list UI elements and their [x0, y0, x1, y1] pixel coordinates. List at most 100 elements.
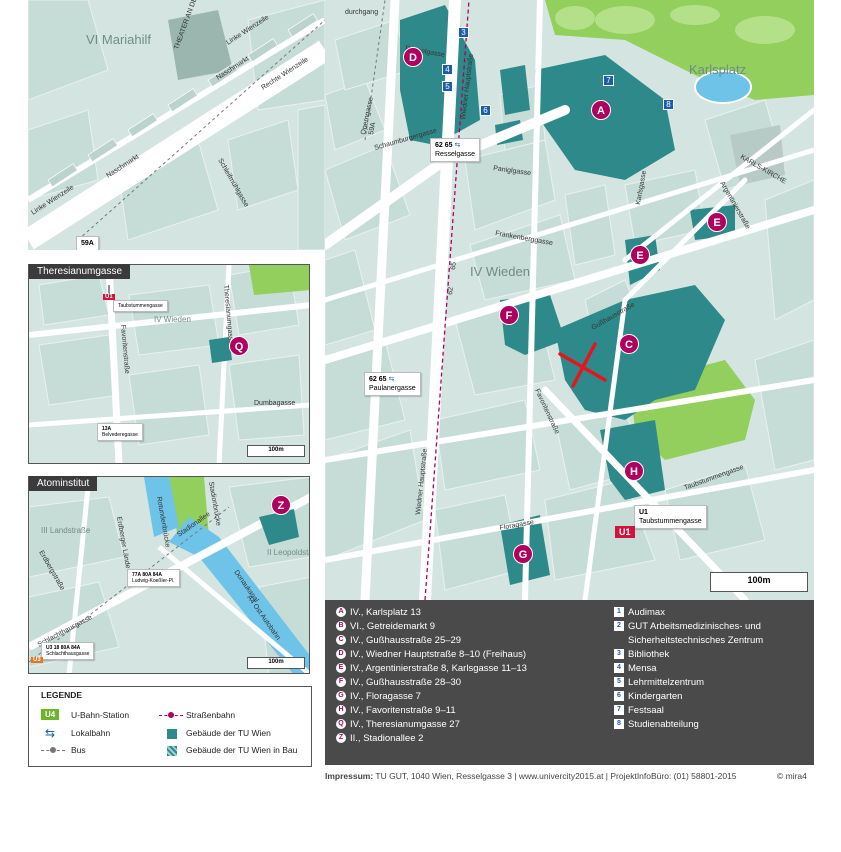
location-text: IV., Wiedner Hauptstraße 8–10 (Freihaus)	[350, 649, 527, 660]
stop-name: Schlachthausgasse	[46, 651, 90, 657]
facility-square-3[interactable]: 3	[458, 27, 469, 38]
place-label: Karlsplatz	[689, 62, 746, 77]
facility-square-7[interactable]: 7	[603, 75, 614, 86]
location-marker-e[interactable]: E	[630, 245, 650, 265]
facility-number-icon: 3	[614, 649, 624, 660]
location-text: IV., Theresianumgasse 27	[350, 719, 460, 730]
location-text: IV., Gußhausstraße 28–30	[350, 677, 462, 688]
facility-text: Sicherheitstechnisches Zentrum	[628, 635, 764, 646]
scale-bar: 100m	[710, 572, 808, 592]
s-bahn-icon: ⇆	[388, 376, 395, 383]
facility-square-6[interactable]: 6	[480, 105, 491, 116]
stop-name: Paulanergasse	[369, 385, 416, 392]
facility-text: Bibliothek	[628, 649, 670, 660]
tram-stop-paulanergasse[interactable]: 62 65 ⇆ Paulanergasse	[364, 372, 421, 396]
location-letter-icon: C	[336, 635, 346, 646]
scale-bar: 100m	[247, 445, 305, 457]
inset-theresianum-canvas: IV Wieden Favoritenstraße Theresianumgas…	[29, 265, 309, 463]
location-marker-d[interactable]: D	[403, 47, 423, 67]
facility-number-icon: 6	[614, 691, 624, 702]
stop-lines: 77A 80A 84A	[132, 572, 162, 578]
tu-building-icon	[167, 729, 177, 739]
stop-name: Taubstummengasse	[118, 303, 163, 309]
street-label: Stadionbrücke	[207, 481, 222, 526]
facility-number-icon: 1	[614, 607, 624, 618]
location-marker-z[interactable]: Z	[271, 495, 291, 515]
route-label: 65	[450, 262, 458, 271]
district-label: IV Wieden	[470, 264, 530, 279]
facility-square-8[interactable]: 8	[663, 99, 674, 110]
location-text: II., Stadionallee 2	[350, 733, 424, 744]
ubahn-badge-u1: U1	[103, 294, 115, 300]
location-marker-c[interactable]: C	[619, 334, 639, 354]
street-label: durchgang	[345, 9, 378, 16]
inset-title-atominstitut: Atominstitut	[29, 476, 98, 491]
district-label: IV Wieden	[154, 315, 191, 324]
location-text: VI., Getreidemarkt 9	[350, 621, 436, 632]
facility-row: 2 GUT Arbeitsmedizinisches- und	[614, 621, 761, 632]
ubahn-stop-taubstummengasse[interactable]: U1 Taubstummengasse	[634, 505, 707, 529]
route-label: 59A	[368, 122, 377, 136]
facility-text: Lehrmittelzentrum	[628, 677, 705, 688]
location-marker-e[interactable]: E	[707, 212, 727, 232]
facility-number-icon: 2	[614, 621, 624, 632]
bus-stop[interactable]: 77A 80A 84A Ludwig-Koeßler-Pl.	[127, 569, 180, 587]
legend-label: Lokalbahn	[71, 728, 111, 738]
location-letter-icon: B	[336, 621, 346, 632]
route-label: 62	[447, 287, 455, 296]
footer: Impressum: TU GUT, 1040 Wien, Resselgass…	[325, 771, 737, 781]
location-row: A IV., Karlsplatz 13	[336, 607, 421, 618]
district-label: II Leopoldstadt	[267, 548, 310, 557]
street-label: Dumbagasse	[254, 400, 295, 407]
tram-stop-resselgasse[interactable]: 62 65 ⇆ Resselgasse	[430, 138, 481, 162]
s-bahn-icon: ⇆	[454, 142, 461, 149]
ubahn-stop[interactable]: U3 18 80A 84A Schlachthausgasse	[41, 642, 95, 660]
bus-stop[interactable]: 13A Belvederegasse	[97, 423, 143, 441]
location-text: IV., Karlsplatz 13	[350, 607, 421, 618]
main-map-west[interactable]: VI Mariahilf THEATER AN DER WIEN Linke W…	[28, 0, 325, 250]
location-marker-q[interactable]: Q	[229, 336, 249, 356]
location-marker-f[interactable]: F	[499, 305, 519, 325]
location-marker-h[interactable]: H	[624, 461, 644, 481]
district-label: VI Mariahilf	[86, 32, 151, 47]
inset-theresianumgasse[interactable]: IV Wieden Favoritenstraße Theresianumgas…	[28, 264, 310, 464]
location-row: B VI., Getreidemarkt 9	[336, 621, 435, 632]
location-letter-icon: Z	[336, 733, 346, 744]
facility-text: Kindergarten	[628, 691, 683, 702]
district-label: III Landstraße	[41, 526, 91, 535]
ubahn-stop[interactable]: Taubstummengasse	[113, 300, 168, 312]
credit: © mira4	[777, 771, 807, 781]
inset-atominstitut[interactable]: III Landstraße II Leopoldstadt Donaukana…	[28, 476, 310, 674]
scale-label: 100m	[268, 447, 284, 453]
ubahn-icon: U4	[41, 709, 60, 720]
location-letter-icon: E	[336, 663, 346, 674]
facility-square-5[interactable]: 5	[442, 81, 453, 92]
location-list-panel: A IV., Karlsplatz 13 B VI., Getreidemarkt 9…	[325, 600, 814, 765]
location-letter-icon: Q	[336, 719, 346, 730]
facility-text: Studienabteilung	[628, 719, 699, 730]
bus-stop-59a[interactable]: 59A	[76, 236, 99, 250]
legend-label: Gebäude der TU Wien	[186, 728, 271, 738]
location-row: Z II., Stadionallee 2	[336, 733, 423, 744]
stop-lines: U3 18 80A 84A	[46, 645, 81, 651]
main-map[interactable]: Operngasse Schaumburgergasse Resselgasse…	[325, 0, 814, 600]
facility-row: Sicherheitstechnisches Zentrum	[614, 635, 763, 646]
location-text: IV., Floragasse 7	[350, 691, 421, 702]
location-marker-a[interactable]: A	[591, 100, 611, 120]
main-map-canvas: Operngasse Schaumburgergasse Resselgasse…	[325, 0, 814, 600]
facility-text: GUT Arbeitsmedizinisches- und	[628, 621, 761, 632]
location-marker-g[interactable]: G	[513, 544, 533, 564]
stop-name: Resselgasse	[435, 151, 476, 158]
tu-building-construction-icon	[167, 746, 177, 756]
facility-square-4[interactable]: 4	[442, 64, 453, 75]
location-letter-icon: A	[336, 607, 346, 618]
scale-label: 100m	[747, 575, 771, 585]
